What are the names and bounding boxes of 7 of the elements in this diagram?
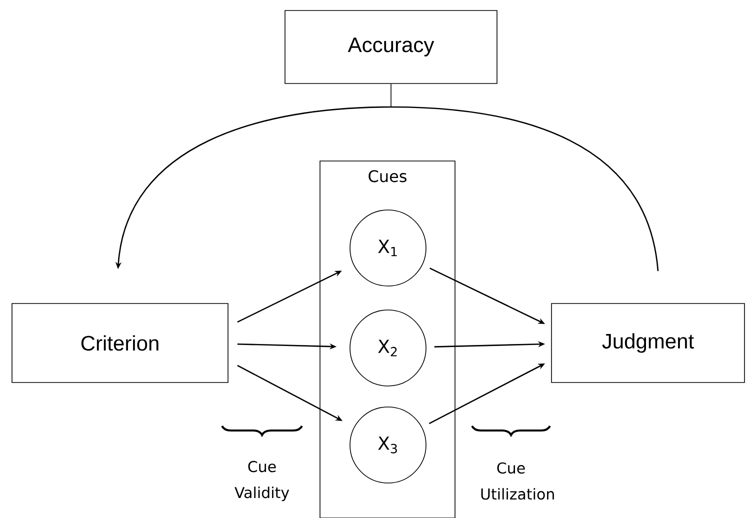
process-box: Criterion — [12, 303, 228, 383]
process-box: Accuracy — [284, 10, 498, 84]
brace-label: Cue Utilization — [481, 462, 554, 500]
connector-line — [390, 84, 392, 108]
brace-label: Cue Validity — [234, 460, 290, 502]
process-box: Judgment — [551, 303, 745, 383]
panel-heading: Cues — [368, 170, 406, 182]
